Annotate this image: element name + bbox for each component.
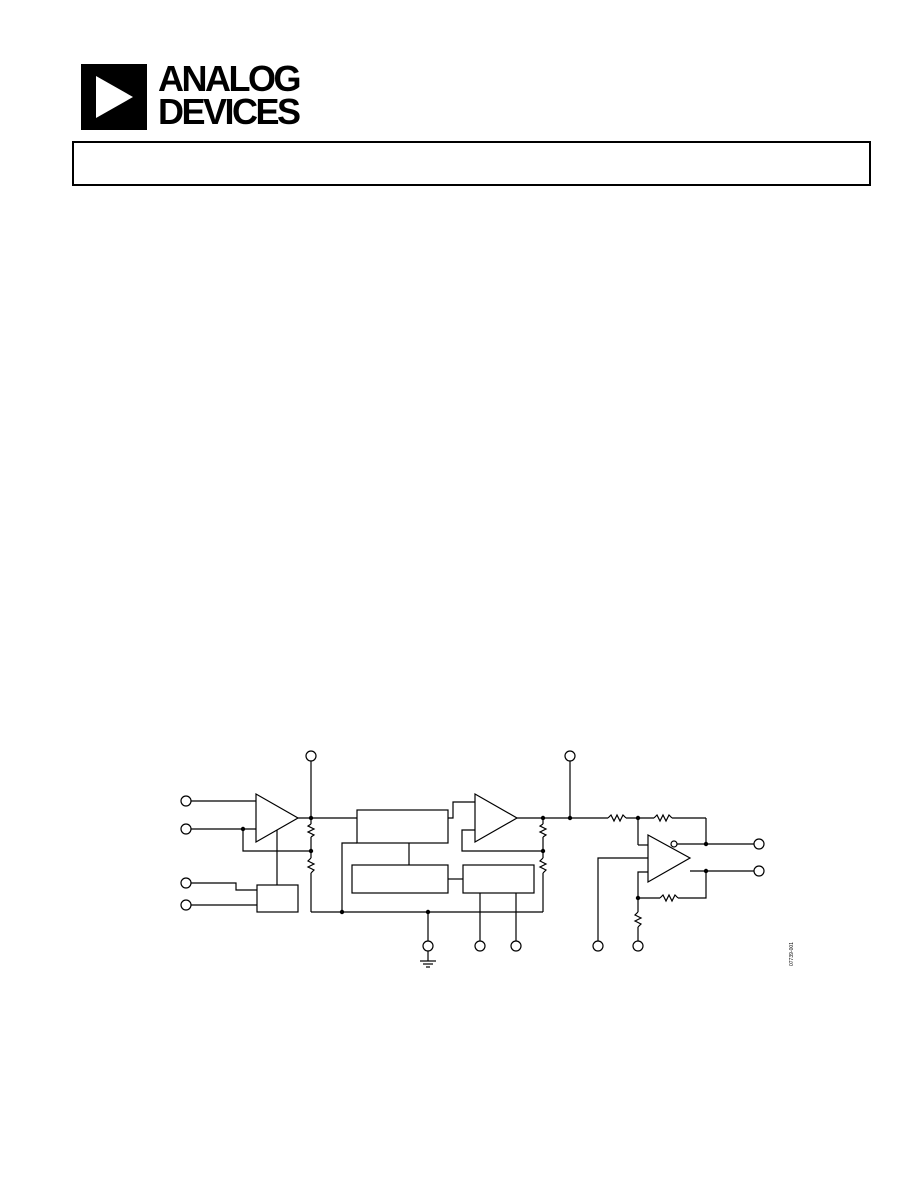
company-name-line2: DEVICES: [158, 91, 301, 132]
control-block: [256, 884, 299, 913]
functional-block-diagram: 07739-001: [180, 750, 795, 968]
title-box: [72, 141, 871, 186]
output-terminal-positive: [753, 838, 765, 850]
analog-devices-triangle-icon: [81, 64, 147, 130]
company-logo: ANALOG DEVICES: [81, 58, 321, 132]
output-terminal-negative: [753, 865, 765, 877]
ground-terminal: [422, 940, 434, 952]
supply-terminal-left: [305, 750, 317, 762]
resistor-to-ground: [633, 911, 643, 928]
input-terminal-2: [180, 823, 192, 835]
bottom-terminal-2: [510, 940, 522, 952]
resistor-right-2: [538, 857, 548, 874]
resistor-left-1: [306, 823, 316, 838]
center-block-bottom: [351, 864, 449, 894]
input-terminal-4: [180, 899, 192, 911]
resistor-series: [607, 813, 627, 823]
company-name: ANALOG DEVICES: [158, 58, 302, 132]
input-terminal-3: [180, 877, 192, 889]
bottom-terminal-3: [592, 940, 604, 952]
company-name-line1: ANALOG: [158, 58, 302, 99]
second-amplifier: [474, 792, 519, 844]
resistor-feedback-top: [653, 813, 673, 823]
bottom-terminal-1: [474, 940, 486, 952]
bottom-terminal-4: [632, 940, 644, 952]
resistor-right-1: [538, 823, 548, 838]
output-terminal-top: [564, 750, 576, 762]
output-amplifier: [647, 833, 692, 884]
resistor-feedback-bottom: [659, 893, 679, 903]
input-terminal-1: [180, 795, 192, 807]
center-block-top: [356, 809, 449, 844]
right-block: [462, 864, 535, 894]
figure-code: 07739-001: [789, 942, 795, 966]
resistor-left-2: [306, 857, 316, 874]
